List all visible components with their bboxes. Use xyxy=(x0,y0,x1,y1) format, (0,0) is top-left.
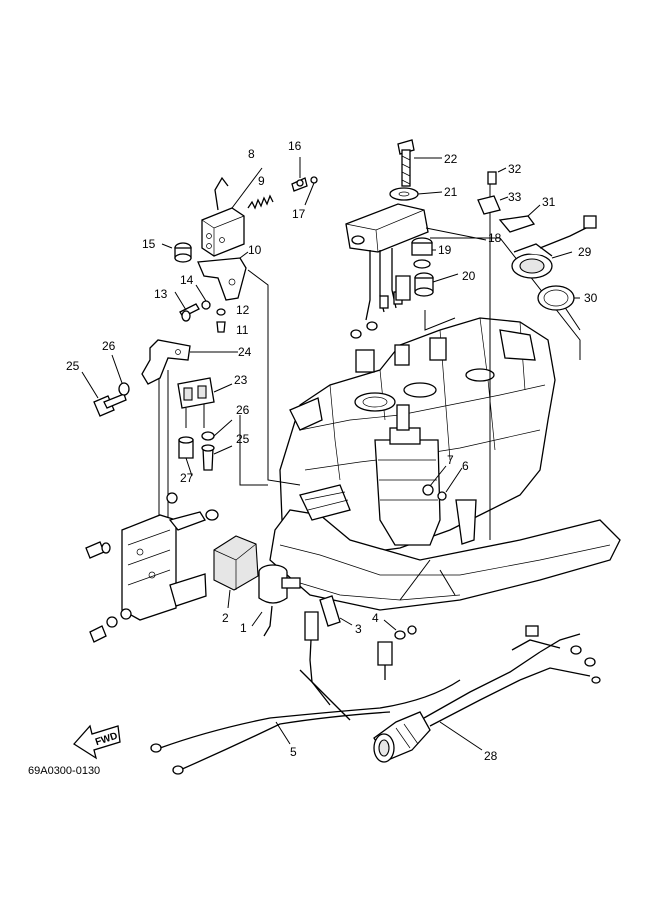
part-33-clip xyxy=(477,195,509,215)
callout-3: 3 xyxy=(355,622,362,636)
callout-25-right: 25 xyxy=(236,432,250,446)
callout-9: 9 xyxy=(258,174,265,188)
part-18-rectifier xyxy=(345,203,487,339)
callout-24: 24 xyxy=(238,345,252,359)
callout-26-left: 26 xyxy=(102,339,116,353)
part-16-screw xyxy=(291,157,318,206)
part-21-washer xyxy=(389,187,443,201)
callout-27: 27 xyxy=(180,471,194,485)
callout-25-left: 25 xyxy=(66,359,80,373)
callout-23: 23 xyxy=(234,373,248,387)
callout-20: 20 xyxy=(462,269,476,283)
callout-16: 16 xyxy=(288,139,302,153)
callout-26-right: 26 xyxy=(236,403,250,417)
part-9-spring xyxy=(247,194,274,210)
callout-4: 4 xyxy=(372,611,379,625)
part-5-harness xyxy=(150,669,461,775)
callout-14: 14 xyxy=(180,273,194,287)
callout-18: 18 xyxy=(488,231,502,245)
callout-8: 8 xyxy=(248,147,255,161)
callout-1: 1 xyxy=(240,621,247,635)
part-1-relay xyxy=(251,564,301,637)
rectifier-bracket xyxy=(85,492,219,643)
part-24-bracket xyxy=(141,339,238,385)
callout-6: 6 xyxy=(462,459,469,473)
callout-31: 31 xyxy=(542,195,556,209)
part-4-nut xyxy=(383,619,417,640)
callout-22: 22 xyxy=(444,152,458,166)
callout-12: 12 xyxy=(236,303,250,317)
diagram-code: 69A0300-0130 xyxy=(28,765,100,777)
part-23-terminal xyxy=(177,377,233,428)
callout-10: 10 xyxy=(248,243,262,257)
callout-30: 30 xyxy=(584,291,598,305)
part-3-cap xyxy=(304,595,393,683)
callout-21: 21 xyxy=(444,185,458,199)
parts-11-14-fasteners xyxy=(174,284,226,333)
callout-32: 32 xyxy=(508,162,522,176)
callout-7: 7 xyxy=(447,453,454,467)
part-28-main-harness xyxy=(373,625,601,763)
callout-19: 19 xyxy=(438,243,452,257)
part-30-oring xyxy=(537,285,580,311)
part-29-grommet xyxy=(511,215,597,279)
callout-11: 11 xyxy=(236,323,249,337)
callout-numbers: 1 2 3 4 5 6 7 8 9 10 11 12 13 14 15 16 1… xyxy=(66,139,598,763)
parts-25-27 xyxy=(178,419,233,477)
callout-29: 29 xyxy=(578,245,592,259)
callout-2: 2 xyxy=(222,611,229,625)
part-19-grommet xyxy=(411,237,436,269)
callout-28: 28 xyxy=(484,749,498,763)
callout-5: 5 xyxy=(290,745,297,759)
engine-block xyxy=(269,317,621,611)
callout-13: 13 xyxy=(154,287,168,301)
fwd-arrow-icon: FWD xyxy=(73,724,121,760)
parts-6-7 xyxy=(422,465,477,545)
part-32-screw xyxy=(487,167,507,185)
part-31-bracket xyxy=(498,204,541,233)
part-10-bracket xyxy=(197,251,249,301)
part-25-bolt xyxy=(81,354,130,417)
callout-15: 15 xyxy=(142,237,156,251)
callout-17: 17 xyxy=(292,207,306,221)
part-22-bolt xyxy=(397,139,442,187)
part-2-cdi-unit xyxy=(213,535,259,609)
part-15-grommet xyxy=(161,242,192,263)
part-8-block xyxy=(201,167,263,257)
part-20-grommet xyxy=(414,272,459,297)
callout-33: 33 xyxy=(508,190,522,204)
